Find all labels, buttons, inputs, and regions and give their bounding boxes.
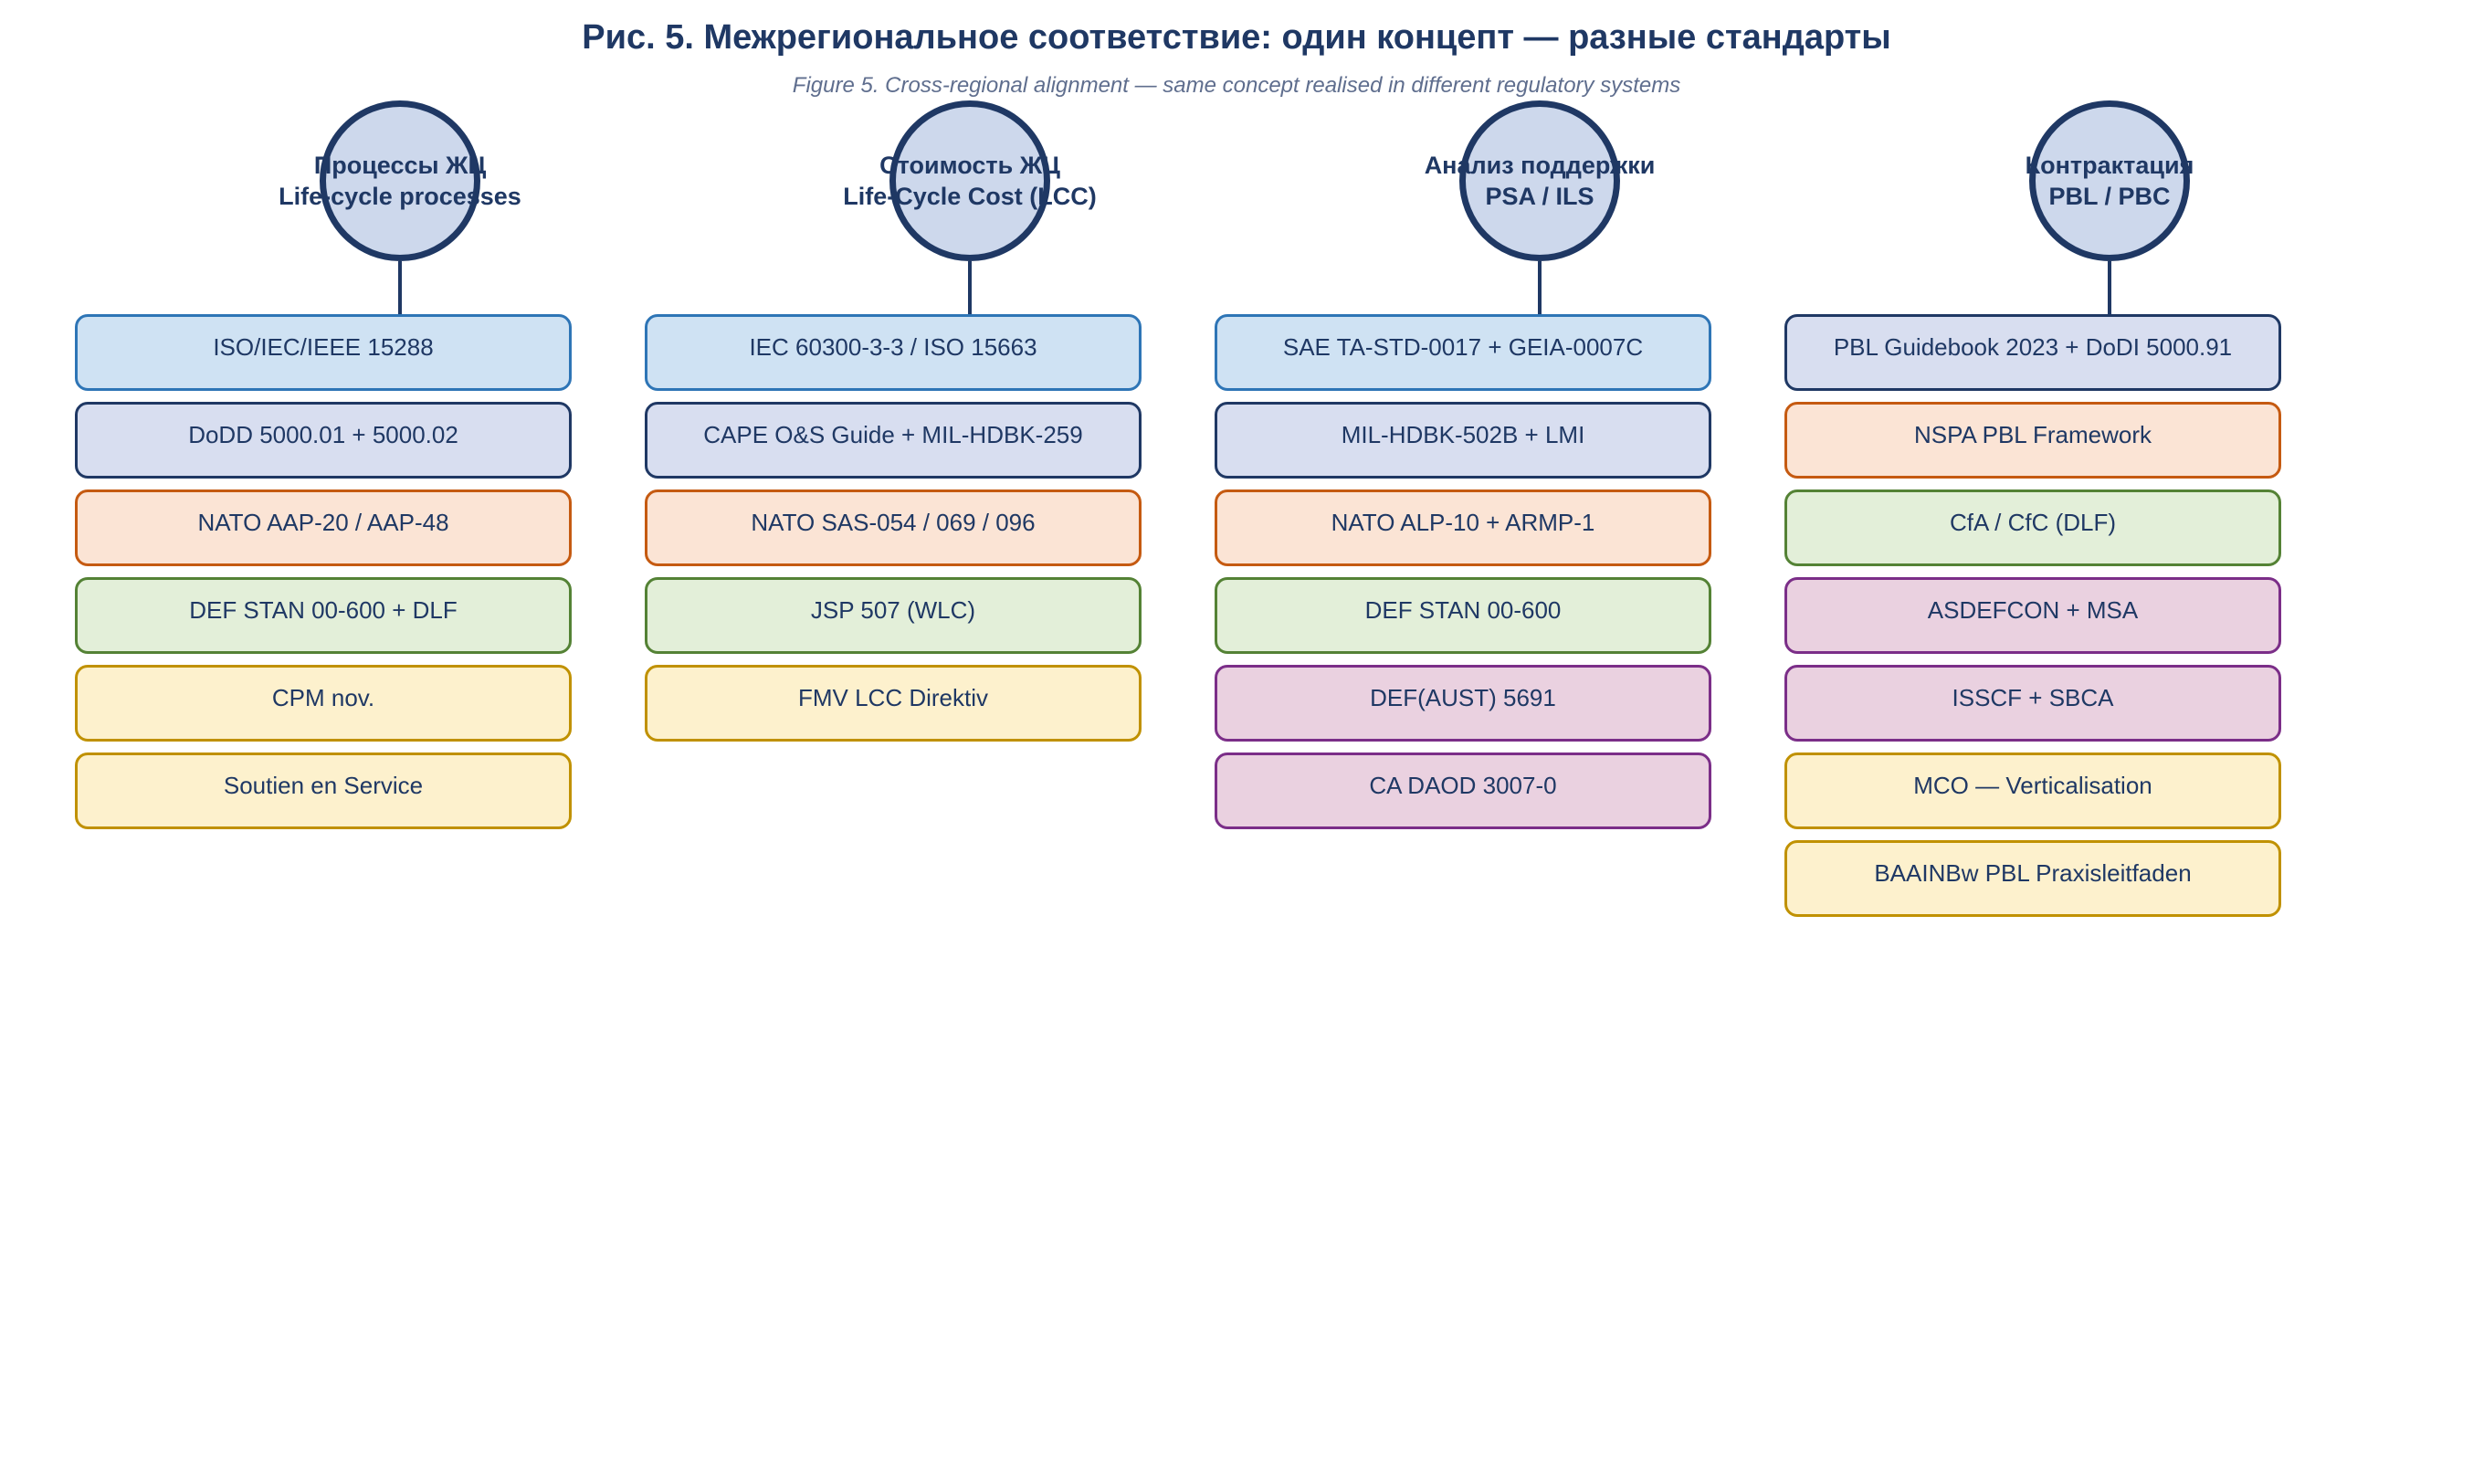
standard-box: DEF(AUST) 5691 xyxy=(1215,665,1711,742)
standard-box: FMV LCC Direktiv xyxy=(645,665,1142,742)
standard-box: NATO ALP-10 + ARMP-1 xyxy=(1215,489,1711,566)
standard-box: ISO/IEC/IEEE 15288 xyxy=(75,314,572,391)
column-header-title-en: PBL / PBC xyxy=(2048,183,2171,210)
standard-box: CAPE O&S Guide + MIL-HDBK-259 xyxy=(645,402,1142,479)
figure-subtitle: Figure 5. Cross-regional alignment — sam… xyxy=(792,73,1681,98)
standard-box: NATO SAS-054 / 069 / 096 xyxy=(645,489,1142,566)
standard-box: BAAINBw PBL Praxisleitfaden xyxy=(1784,840,2281,917)
column-header-title-en: Life-cycle processes xyxy=(279,183,521,210)
standard-box: SAE TA-STD-0017 + GEIA-0007C xyxy=(1215,314,1711,391)
column-header-circle: Контрактация PBL / PBC xyxy=(2026,100,2194,261)
column-header-title-ru: Анализ поддержки xyxy=(1424,152,1656,179)
standard-box: NATO AAP-20 / AAP-48 xyxy=(75,489,572,566)
standards-list: SAE TA-STD-0017 + GEIA-0007C MIL-HDBK-502… xyxy=(1215,314,1711,829)
column-header-circle: Стоимость ЖЦ Life-Cycle Cost (LCC) xyxy=(843,100,1097,261)
standard-box: ASDEFCON + MSA xyxy=(1784,577,2281,654)
column-header-circle: Анализ поддержки PSA / ILS xyxy=(1425,100,1655,261)
column-header-title-en: PSA / ILS xyxy=(1485,183,1594,210)
standard-box: NSPA PBL Framework xyxy=(1784,402,2281,479)
connector-line xyxy=(2108,261,2111,316)
connector-line xyxy=(1538,261,1542,316)
standard-box: MIL-HDBK-502B + LMI xyxy=(1215,402,1711,479)
standard-box: CfA / CfC (DLF) xyxy=(1784,489,2281,566)
standard-box: IEC 60300-3-3 / ISO 15663 xyxy=(645,314,1142,391)
standard-box: JSP 507 (WLC) xyxy=(645,577,1142,654)
standard-box: DoDD 5000.01 + 5000.02 xyxy=(75,402,572,479)
column-psa-ils: Анализ поддержки PSA / ILS SAE TA-STD-00… xyxy=(1215,0,1711,1005)
column-pbl-pbc: Контрактация PBL / PBC PBL Guidebook 202… xyxy=(1784,0,2281,1005)
column-life-cycle-cost: Стоимость ЖЦ Life-Cycle Cost (LCC) IEC 6… xyxy=(645,0,1142,1005)
standard-box: DEF STAN 00-600 + DLF xyxy=(75,577,572,654)
standard-box: MCO — Verticalisation xyxy=(1784,753,2281,829)
standard-box: Soutien en Service xyxy=(75,753,572,829)
column-header-title-ru: Процессы ЖЦ xyxy=(313,152,487,179)
connector-line xyxy=(398,261,402,316)
connector-line xyxy=(968,261,972,316)
column-header-label: Контрактация PBL / PBC xyxy=(2026,150,2194,212)
standard-box: ISSCF + SBCA xyxy=(1784,665,2281,742)
column-header-title-ru: Контрактация xyxy=(2025,152,2194,179)
figure-title: Рис. 5. Межрегиональное соответствие: од… xyxy=(582,18,1891,57)
standard-box: CPM nov. xyxy=(75,665,572,742)
column-header-title-en: Life-Cycle Cost (LCC) xyxy=(843,183,1097,210)
standard-box: CA DAOD 3007-0 xyxy=(1215,753,1711,829)
column-header-label: Анализ поддержки PSA / ILS xyxy=(1425,150,1656,212)
standard-box: DEF STAN 00-600 xyxy=(1215,577,1711,654)
standard-box: PBL Guidebook 2023 + DoDI 5000.91 xyxy=(1784,314,2281,391)
column-header-circle: Процессы ЖЦ Life-cycle processes xyxy=(279,100,521,261)
column-lifecycle-processes: Процессы ЖЦ Life-cycle processes ISO/IEC… xyxy=(75,0,572,1005)
column-header-label: Процессы ЖЦ Life-cycle processes xyxy=(279,150,521,212)
column-header-label: Стоимость ЖЦ Life-Cycle Cost (LCC) xyxy=(843,150,1097,212)
column-header-title-ru: Стоимость ЖЦ xyxy=(879,152,1060,179)
